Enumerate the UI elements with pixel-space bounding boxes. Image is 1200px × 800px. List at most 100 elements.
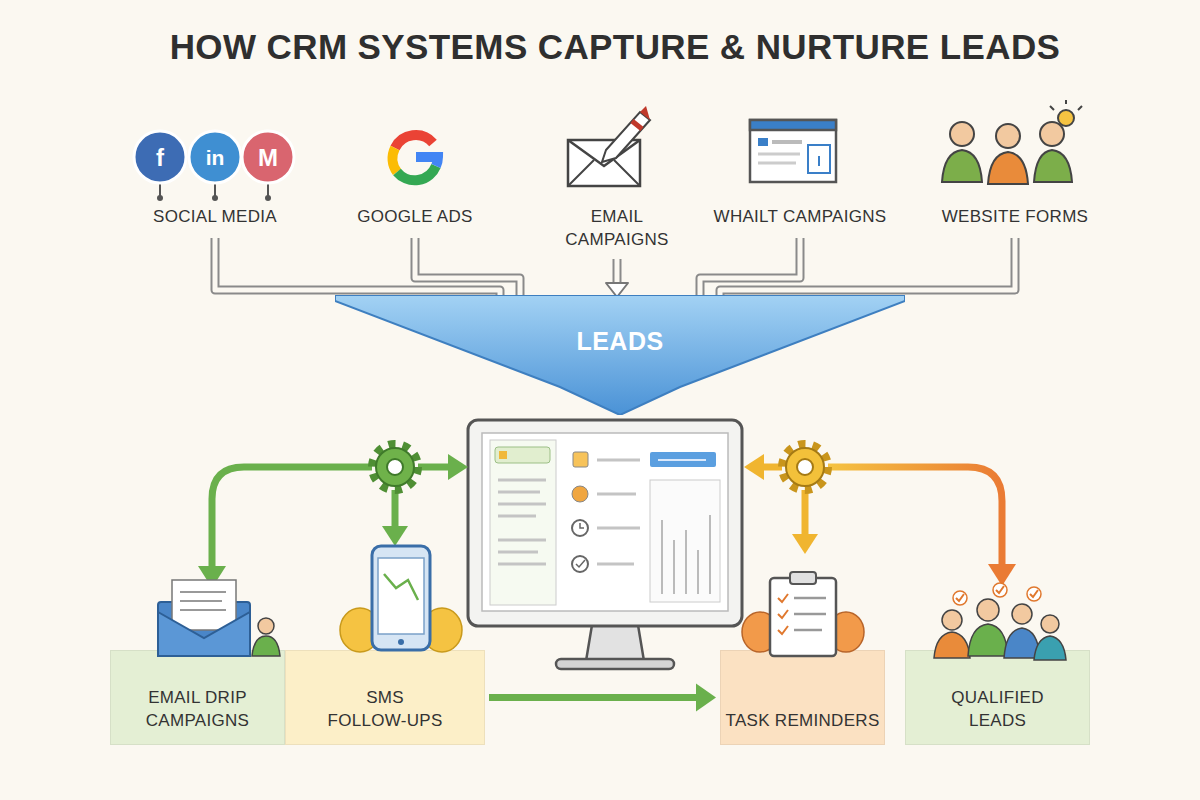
people-icon	[1034, 150, 1072, 182]
automation-arrows	[448, 454, 468, 480]
clipboard-icon	[742, 572, 864, 656]
qualified-people-icon	[996, 586, 1004, 593]
monitor-illustration	[573, 452, 588, 467]
email-icon	[640, 106, 650, 120]
google-logo	[397, 166, 436, 180]
node-label: EMAIL CAMPAIGNS	[565, 207, 668, 249]
qualified-people-icon	[1012, 604, 1032, 624]
monitor-illustration	[490, 440, 556, 605]
nurture-step-box: EMAIL DRIP CAMPAIGNS	[110, 650, 285, 745]
drip-envelope-icon	[158, 602, 250, 656]
webpage-icon	[772, 140, 802, 144]
monitor-illustration	[685, 530, 687, 594]
monitor-illustration	[498, 515, 536, 518]
gear-icon	[387, 459, 403, 475]
webpage-icon	[750, 120, 836, 130]
monitor-illustration	[597, 527, 640, 530]
monitor-illustration	[658, 459, 706, 461]
webpage-icon	[758, 162, 796, 165]
flow-arrow	[489, 684, 716, 712]
pipe-connector	[720, 238, 1015, 297]
people-icon	[942, 150, 982, 182]
social-icons	[212, 195, 218, 201]
monitor-illustration	[468, 420, 742, 669]
automation-arrows	[198, 454, 1016, 588]
icon-letter: f	[156, 145, 164, 171]
people-icon	[1058, 110, 1074, 126]
monitor-illustration	[673, 540, 675, 594]
qualified-people-icon	[1041, 615, 1059, 633]
monitor-illustration	[650, 480, 720, 602]
drip-envelope-icon	[180, 600, 222, 602]
webpage-icon	[750, 120, 836, 182]
monitor-illustration	[650, 452, 716, 467]
pipe-connector	[215, 238, 500, 297]
pipe-inner	[415, 238, 520, 297]
monitor-illustration	[498, 539, 546, 542]
node-label: SMS FOLLOW-UPS	[325, 686, 445, 732]
people-icon	[942, 100, 1082, 184]
monitor-illustration	[572, 520, 588, 536]
automation-arrows	[382, 526, 408, 546]
monitor-illustration	[556, 659, 674, 669]
lead-source: EMAIL CAMPAIGNS	[552, 205, 682, 251]
qualified-people-icon	[956, 594, 964, 601]
email-icon	[568, 160, 640, 186]
people-icon	[1040, 122, 1064, 146]
node-label: WEBSITE FORMS	[942, 207, 1089, 226]
pipe-outline	[215, 238, 500, 297]
people-icon	[988, 152, 1028, 184]
leads-funnel: LEADS	[335, 295, 905, 415]
pipe-outline	[720, 238, 1015, 297]
pipe-inner	[215, 238, 500, 297]
webpage-icon	[808, 145, 830, 173]
node-label: GOOGLE ADS	[357, 207, 472, 226]
gear-icon	[783, 445, 827, 489]
monitor-illustration	[495, 447, 550, 463]
automation-arrows	[988, 564, 1016, 586]
monitor-illustration	[482, 433, 728, 611]
clipboard-icon	[828, 612, 864, 652]
clipboard-icon	[794, 613, 826, 616]
pipe-connector	[415, 238, 520, 297]
lead-source: SOCIAL MEDIA	[125, 205, 305, 228]
automation-arrows	[392, 490, 399, 528]
monitor-illustration	[498, 491, 540, 494]
monitor-illustration	[661, 520, 663, 594]
phone-icon	[372, 546, 430, 650]
qualified-people-icon	[1030, 590, 1038, 597]
google-logo	[395, 135, 433, 148]
funnel-shape	[335, 295, 905, 415]
lead-source: WEBSITE FORMS	[930, 205, 1100, 228]
monitor-illustration	[498, 503, 546, 506]
icon-letter: in	[206, 145, 225, 171]
arrow-line	[489, 694, 706, 701]
people-icon	[950, 122, 974, 146]
social-icons	[134, 131, 294, 201]
automation-arrows	[802, 490, 809, 536]
qualified-people-icon	[977, 599, 999, 621]
automation-arrows	[828, 467, 1002, 566]
gear-icon	[783, 445, 827, 489]
gear-icon	[373, 445, 417, 489]
automation-arrows	[792, 534, 818, 554]
node-label: TASK REMINDERS	[725, 709, 879, 732]
node-label: WHAILT CAMPAIGNS	[714, 207, 887, 226]
node-label: LEADS	[335, 327, 905, 355]
google-logo	[393, 148, 397, 172]
monitor-illustration	[597, 493, 636, 496]
monitor-illustration	[586, 625, 644, 661]
gear-icon	[376, 448, 414, 486]
email-icon	[602, 112, 650, 162]
node-label: EMAIL DRIP CAMPAIGNS	[118, 686, 278, 732]
webpage-icon	[758, 138, 768, 146]
automation-arrows	[198, 566, 226, 588]
webpage-icon	[750, 120, 836, 182]
clipboard-icon	[770, 578, 836, 656]
phone-icon	[378, 558, 424, 634]
google-logo	[416, 157, 438, 166]
clipboard-icon	[742, 612, 778, 652]
email-icon	[568, 106, 650, 186]
qualified-people-icon	[993, 583, 1007, 597]
monitor-illustration	[697, 550, 699, 594]
